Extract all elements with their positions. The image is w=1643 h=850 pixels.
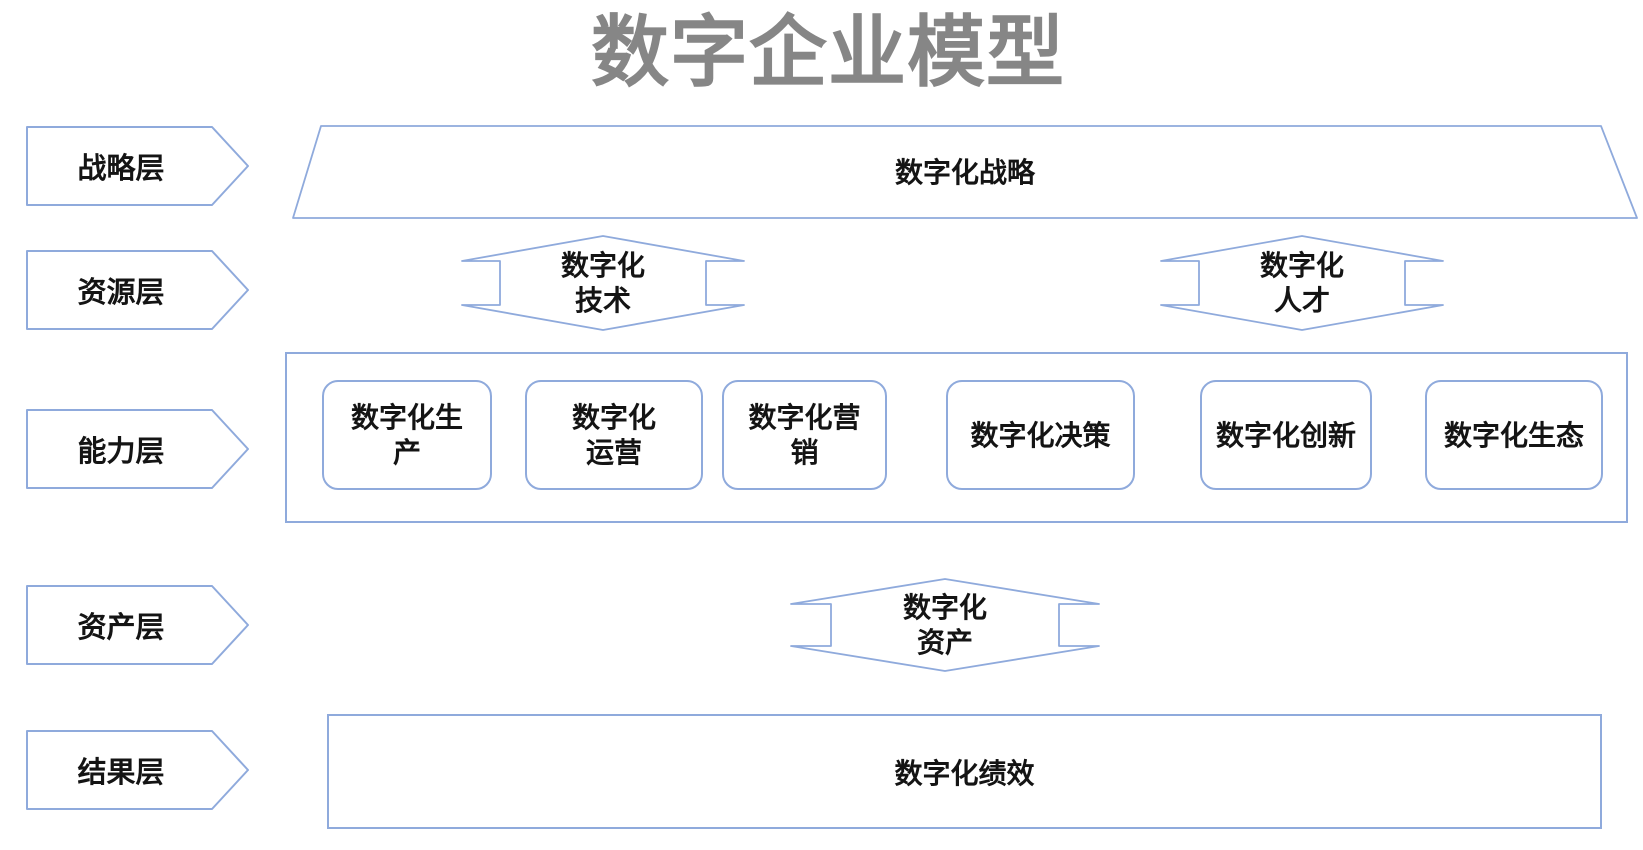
tech-updown-arrow: 数字化 技术 xyxy=(461,235,745,331)
capability-box-production: 数字化生 产 xyxy=(322,380,492,490)
capability-box-operation: 数字化 运营 xyxy=(525,380,703,490)
pentagon-arrow-shape xyxy=(26,126,249,206)
talent-updown-arrow: 数字化 人才 xyxy=(1160,235,1444,331)
updown-arrow-shape xyxy=(1160,235,1444,331)
layer-label-text: 结果层 xyxy=(77,757,165,789)
layer-label-capability: 能力层 xyxy=(26,409,250,489)
pentagon-arrow-shape xyxy=(26,730,249,810)
capability-box-innovation: 数字化创新 xyxy=(1200,380,1372,490)
layer-label-strategy: 战略层 xyxy=(26,126,250,206)
layer-label-asset: 资产层 xyxy=(26,585,250,665)
trapezoid-shape xyxy=(292,125,1638,219)
pentagon-arrow-shape xyxy=(26,250,249,330)
updown-arrow-shape xyxy=(461,235,745,331)
layer-label-result: 结果层 xyxy=(26,730,250,810)
asset-updown-arrow: 数字化 资产 xyxy=(790,578,1100,672)
capability-box-decision: 数字化决策 xyxy=(946,380,1135,490)
strategy-trapezoid: 数字化战略 xyxy=(292,125,1638,219)
updown-arrow-shape xyxy=(790,578,1100,672)
layer-label-text: 战略层 xyxy=(77,153,165,185)
pentagon-arrow-shape xyxy=(26,409,249,489)
layer-label-text: 资源层 xyxy=(77,277,165,309)
diagram-title: 数字企业模型 xyxy=(590,8,1066,96)
capability-box-ecosystem: 数字化生态 xyxy=(1425,380,1603,490)
layer-label-text: 资产层 xyxy=(77,612,165,644)
layer-label-resource: 资源层 xyxy=(26,250,250,330)
pentagon-arrow-shape xyxy=(26,585,249,665)
capability-box-marketing: 数字化营 销 xyxy=(722,380,887,490)
layer-label-text: 能力层 xyxy=(77,436,165,468)
result-shape-label: 数字化绩效 xyxy=(894,757,1035,789)
result-rectangle: 数字化绩效 xyxy=(327,714,1602,829)
